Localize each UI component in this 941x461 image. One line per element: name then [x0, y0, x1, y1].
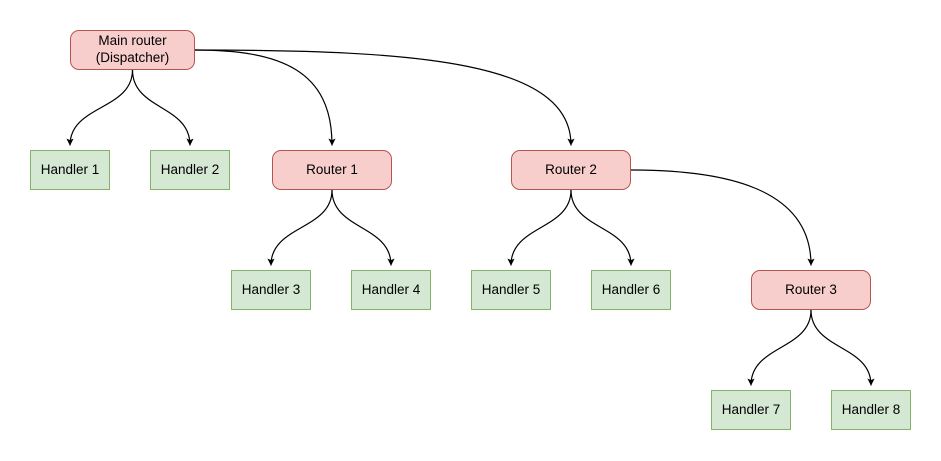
node-label-handler2: Handler 2	[160, 161, 220, 177]
node-label-handler4: Handler 4	[361, 281, 421, 297]
node-label-handler6: Handler 6	[601, 281, 661, 297]
edge-main-to-router1	[194, 49, 336, 146]
node-label-handler3: Handler 3	[241, 281, 301, 297]
node-label-main: Main router (Dispatcher)	[95, 33, 170, 65]
edge-router3-to-handler7	[747, 309, 812, 386]
node-handler2[interactable]: Handler 2	[150, 150, 230, 190]
edge-router1-to-handler3	[267, 189, 333, 266]
edge-router1-to-handler4	[331, 189, 395, 266]
node-label-handler5: Handler 5	[481, 281, 541, 297]
node-label-router1: Router 1	[306, 161, 358, 177]
node-router2[interactable]: Router 2	[511, 150, 631, 190]
edge-router2-to-handler6	[570, 189, 635, 266]
node-handler8[interactable]: Handler 8	[831, 390, 911, 430]
node-router3[interactable]: Router 3	[751, 270, 871, 310]
node-handler5[interactable]: Handler 5	[471, 270, 551, 310]
node-label-handler7: Handler 7	[721, 401, 781, 417]
edge-router3-to-handler8	[810, 309, 875, 386]
edge-router2-to-handler5	[507, 189, 572, 266]
edge-group	[66, 49, 875, 386]
node-router1[interactable]: Router 1	[272, 150, 392, 190]
edge-main-to-handler1	[66, 69, 134, 146]
node-handler1[interactable]: Handler 1	[30, 150, 110, 190]
node-label-router3: Router 3	[785, 281, 837, 297]
node-label-handler1: Handler 1	[40, 161, 100, 177]
edge-main-to-handler2	[131, 69, 194, 146]
node-main[interactable]: Main router (Dispatcher)	[70, 30, 195, 70]
node-handler7[interactable]: Handler 7	[711, 390, 791, 430]
node-label-router2: Router 2	[545, 161, 597, 177]
node-label-handler8: Handler 8	[841, 401, 901, 417]
node-handler3[interactable]: Handler 3	[231, 270, 311, 310]
edge-main-to-router2	[194, 49, 575, 146]
edge-router2-to-router3	[630, 169, 815, 266]
node-handler6[interactable]: Handler 6	[591, 270, 671, 310]
node-handler4[interactable]: Handler 4	[351, 270, 431, 310]
